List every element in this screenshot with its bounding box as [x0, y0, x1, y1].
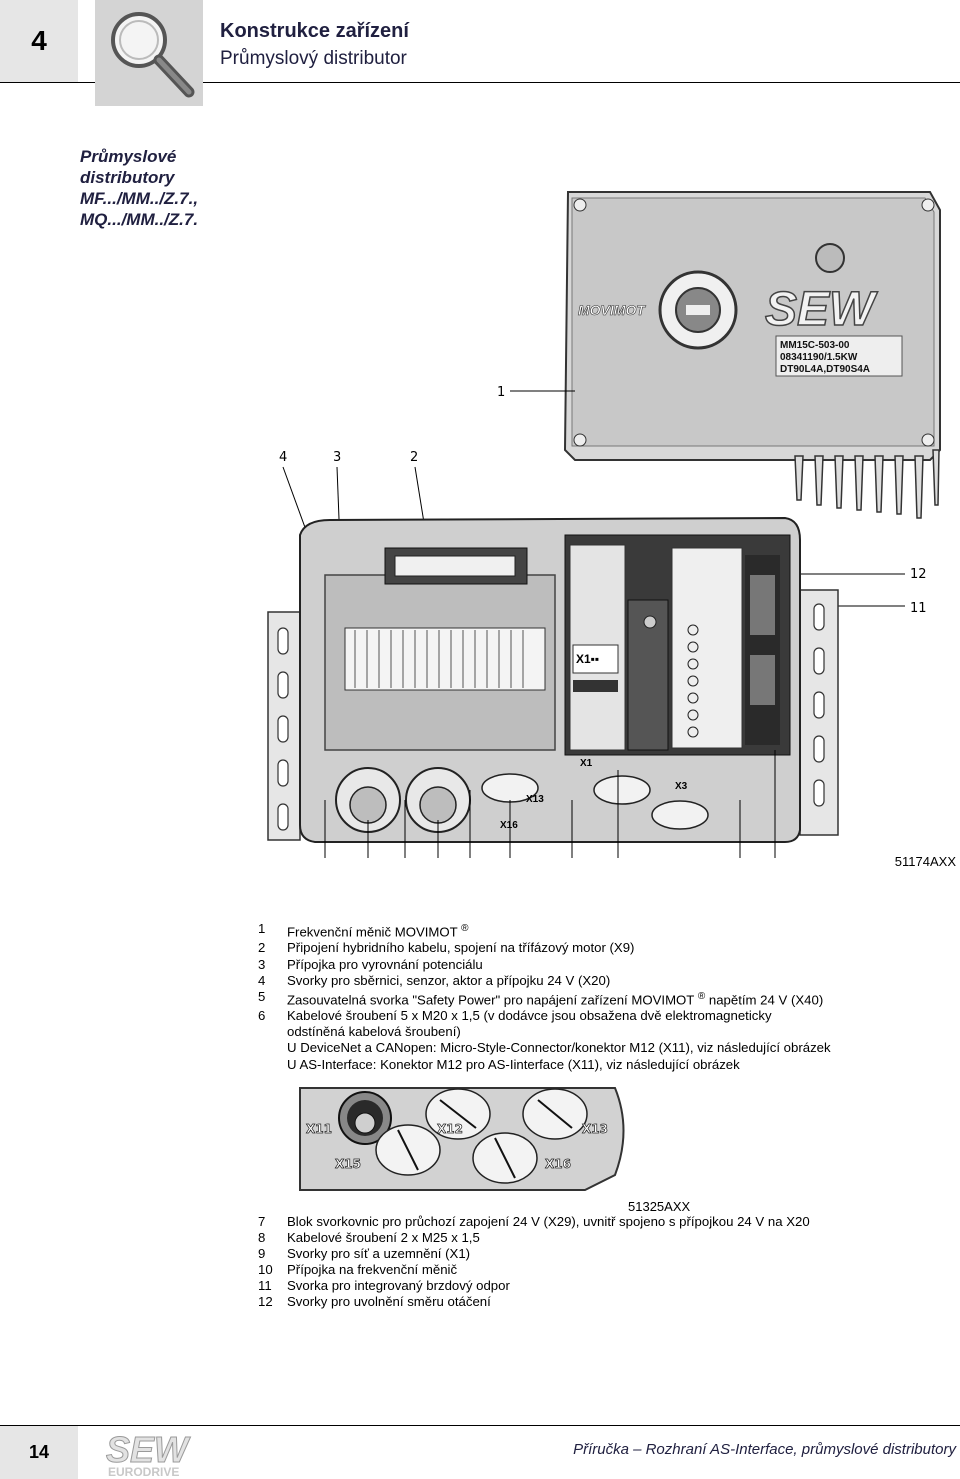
header-divider: [0, 82, 960, 83]
logo-text: SEW: [106, 1430, 191, 1470]
magnifier-icon: [111, 12, 195, 98]
section-heading: Průmyslové distributory MF.../MM../Z.7.,…: [80, 146, 240, 230]
legend-item: 1 Frekvenční měnič MOVIMOT ®: [258, 921, 831, 940]
legend-continuation: U DeviceNet a CANopen: Micro-Style-Conne…: [287, 1040, 831, 1056]
legend-text: Kabelové šroubení 5 x M20 x 1,5 (v dodáv…: [287, 1008, 772, 1024]
svg-text:X1▪▪: X1▪▪: [576, 652, 599, 666]
legend-item: 5 Zasouvatelná svorka "Safety Power" pro…: [258, 989, 831, 1008]
legend-item: 3 Přípojka pro vyrovnání potenciálu: [258, 957, 831, 973]
movimot-unit: MOVIMOT SEW MM15C-503-00 08341190/1.5KW …: [563, 191, 941, 519]
legend-number: 6: [258, 1008, 266, 1024]
legend-item: 8 Kabelové šroubení 2 x M25 x 1,5: [258, 1230, 810, 1246]
page-number: 14: [0, 1426, 78, 1479]
chapter-number: 4: [0, 0, 78, 82]
section-heading-line: distributory: [80, 168, 175, 187]
logo-subtext: EURODRIVE: [108, 1465, 179, 1479]
legend-item: 12 Svorky pro uvolnění směru otáčení: [258, 1294, 810, 1310]
legend-text: Svorky pro sběrnici, senzor, aktor a pří…: [287, 972, 611, 988]
magnifier-icon-box: [95, 0, 203, 106]
page-title: Konstrukce zařízení: [220, 20, 409, 42]
registered-mark: ®: [697, 990, 706, 1002]
legend-item: 4 Svorky pro sběrnici, senzor, aktor a p…: [258, 973, 831, 989]
callout-label: 3: [333, 450, 341, 465]
legend-continuation: U AS-Interface: Konektor M12 pro AS-Iint…: [287, 1056, 740, 1072]
legend-item: 7 Blok svorkovnic pro průchozí zapojení …: [258, 1214, 810, 1230]
footer-title: Příručka – Rozhraní AS-Interface, průmys…: [573, 1441, 956, 1458]
connector-label: X16: [545, 1157, 571, 1171]
nameplate-line: MM15C-503-00: [780, 340, 850, 351]
legend-number: 3: [258, 956, 266, 972]
registered-mark: ®: [461, 923, 469, 934]
page-subtitle: Průmyslový distributor: [220, 48, 407, 69]
nameplate-line: DT90L4A,DT90S4A: [780, 364, 870, 375]
legend-text: Kabelové šroubení 2 x M25 x 1,5: [287, 1230, 480, 1246]
legend-list: 7 Blok svorkovnic pro průchozí zapojení …: [258, 1214, 810, 1311]
legend-number: 12: [258, 1294, 273, 1310]
legend-number: 7: [258, 1214, 266, 1229]
legend-text: Přípojka pro vyrovnání potenciálu: [287, 956, 483, 972]
legend-text: Svorky pro síť a uzemnění (X1): [287, 1246, 471, 1262]
legend-item: 11 Svorka pro integrovaný brzdový odpor: [258, 1278, 810, 1294]
legend-number: 5: [258, 988, 266, 1004]
distributor-housing: X1▪▪: [299, 516, 801, 843]
connector-label: X16: [500, 820, 518, 831]
connector-label: X3: [675, 781, 688, 792]
legend-list: 1 Frekvenční měnič MOVIMOT ® 2 Připojení…: [258, 921, 831, 1073]
connector-label: X13: [582, 1122, 608, 1136]
legend-item: 2 Připojení hybridního kabelu, spojení n…: [258, 940, 831, 956]
nameplate-line: 08341190/1.5KW: [780, 352, 858, 363]
movimot-label: MOVIMOT: [578, 302, 646, 318]
legend-item: 6 Kabelové šroubení 5 x M20 x 1,5 (v dod…: [258, 1008, 831, 1024]
legend-text: Frekvenční měnič MOVIMOT: [287, 924, 458, 940]
legend-continuation: odstíněná kabelová šroubení): [287, 1024, 461, 1040]
connector-label: X15: [335, 1157, 361, 1171]
connector-label: X1: [580, 758, 593, 769]
callout-label: 4: [279, 450, 287, 465]
connector-label: X11: [306, 1122, 332, 1136]
callout-label: 2: [410, 450, 418, 465]
legend-number: 10: [258, 1262, 273, 1278]
legend-text: Přípojka na frekvenční měnič: [287, 1262, 458, 1278]
legend-text: Zasouvatelná svorka "Safety Power" pro n…: [287, 992, 695, 1008]
legend-item: 9 Svorky pro síť a uzemnění (X1): [258, 1246, 810, 1262]
section-heading-line: MQ.../MM../Z.7.: [80, 210, 199, 229]
sew-brand-label: SEW: [765, 283, 878, 336]
connector-panel-figure: X11 X12 X13 X15 X16: [299, 1087, 625, 1191]
legend-item: 10 Přípojka na frekvenční měnič: [258, 1262, 810, 1278]
legend-text: Blok svorkovnic pro průchozí zapojení 24…: [287, 1214, 810, 1229]
distributor-figure: MOVIMOT SEW MM15C-503-00 08341190/1.5KW …: [267, 191, 941, 858]
sew-eurodrive-logo: SEW EURODRIVE: [106, 1430, 192, 1479]
legend-number: 4: [258, 972, 266, 988]
section-heading-line: Průmyslové: [80, 147, 177, 166]
connector-label: X13: [526, 794, 544, 805]
legend-text: Připojení hybridního kabelu, spojení na …: [287, 940, 635, 956]
footer-divider: [0, 1425, 960, 1426]
section-heading-line: MF.../MM../Z.7.,: [80, 189, 199, 208]
callout-label: 1: [497, 385, 505, 400]
callout-label: 12: [910, 567, 927, 582]
connector-label: X12: [437, 1122, 463, 1136]
legend-number: 1: [258, 921, 266, 936]
legend-number: 11: [258, 1278, 272, 1294]
legend-number: 9: [258, 1246, 266, 1262]
legend-text: Svorky pro uvolnění směru otáčení: [287, 1294, 491, 1310]
legend-number: 2: [258, 940, 266, 956]
legend-text-tail: napětím 24 V (X40): [708, 992, 824, 1008]
legend-number: 8: [258, 1230, 266, 1246]
callout-label: 11: [910, 601, 927, 616]
figure-id: 51174AXX: [894, 854, 956, 869]
figure-id: 51325AXX: [628, 1199, 691, 1214]
legend-text: Svorka pro integrovaný brzdový odpor: [287, 1278, 510, 1294]
